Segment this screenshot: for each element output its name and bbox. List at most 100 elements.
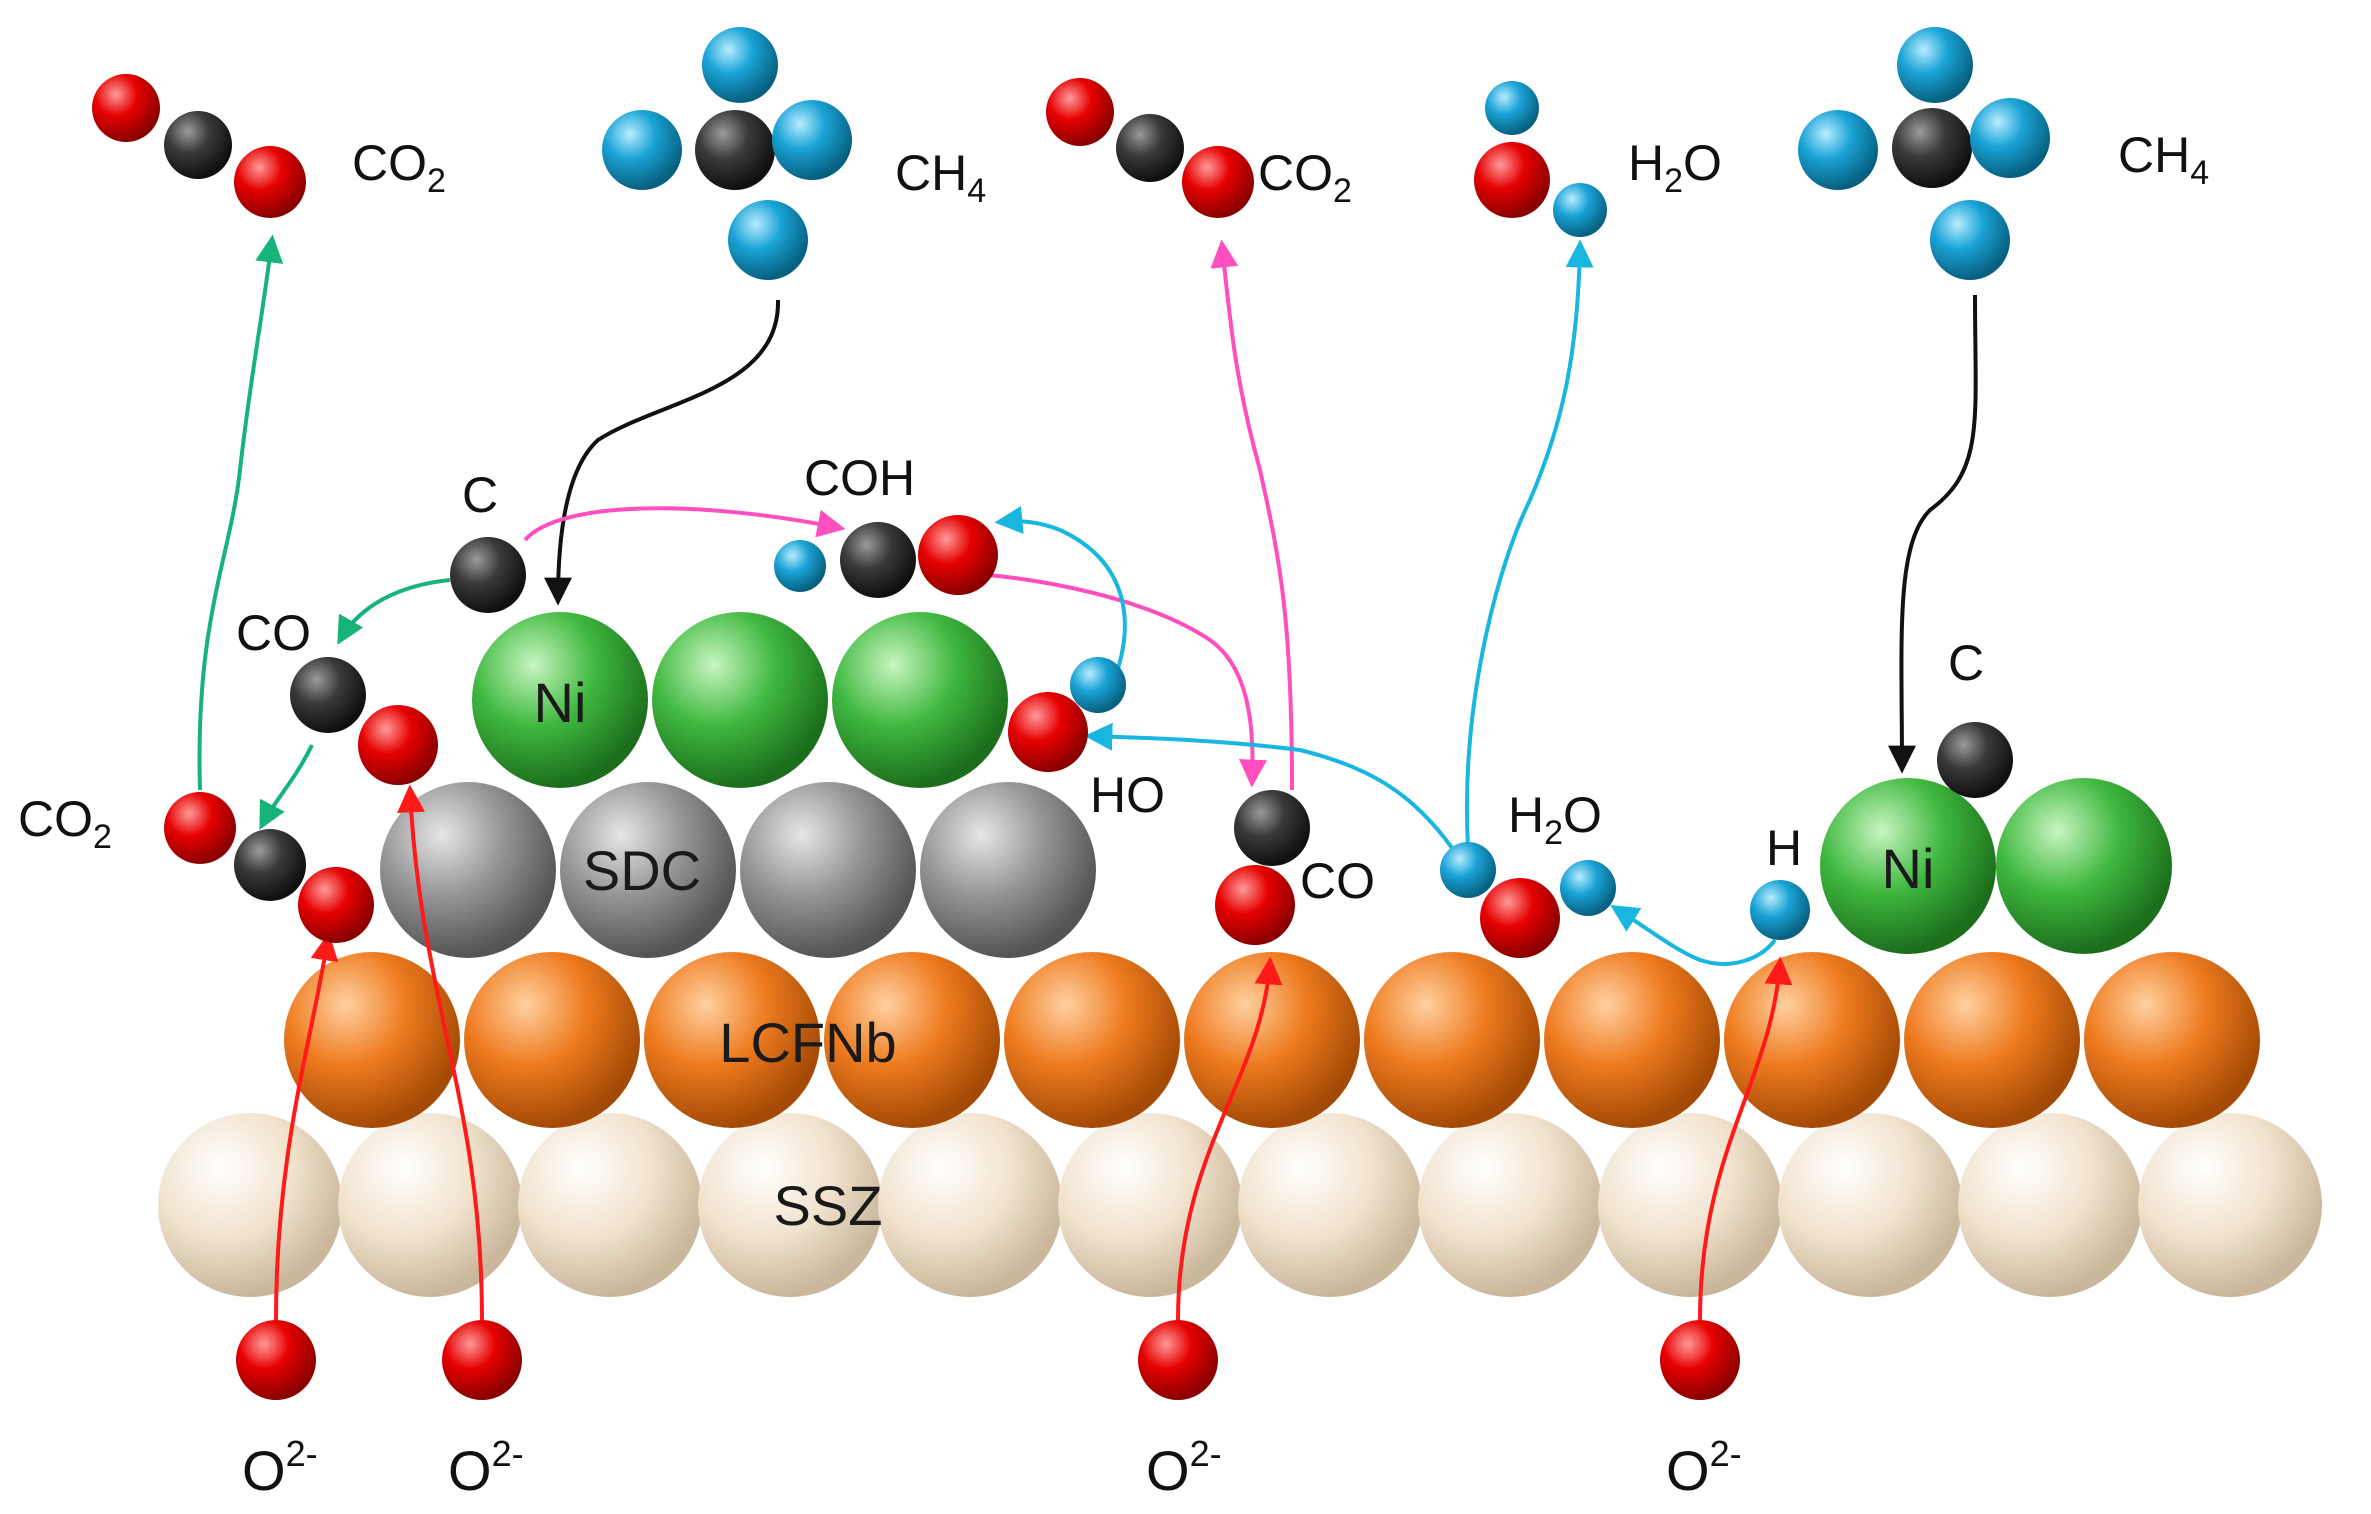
coh-to-co-arrow xyxy=(939,570,1267,788)
ho-intermediate xyxy=(1008,657,1126,772)
ssz-sphere xyxy=(518,1113,702,1297)
hydrogen-atom xyxy=(1485,81,1539,135)
co-label-mid: CO xyxy=(1300,853,1375,909)
ssz-sphere xyxy=(698,1113,882,1297)
carbon-atom xyxy=(1892,108,1972,188)
co2-surface-molecule xyxy=(164,792,374,943)
oxygen-atom xyxy=(1008,692,1088,772)
h2o-surface-molecule xyxy=(1440,842,1616,958)
adsorbed-carbon-left xyxy=(450,537,526,613)
lcfnb-sphere xyxy=(824,952,1000,1128)
h-to-ho-arrow xyxy=(1084,722,1464,864)
co2-gas-label-mid: CO2 xyxy=(1258,145,1352,210)
ch4-gas-label-left: CH4 xyxy=(895,145,986,210)
ni-sphere xyxy=(472,612,648,788)
hydrogen-atom xyxy=(1560,860,1616,916)
hydrogen-atom xyxy=(602,110,682,190)
reaction-arrows xyxy=(197,234,1978,1321)
ssz-sphere xyxy=(1958,1113,2142,1297)
oxide-ion-label: O2- xyxy=(448,1433,524,1502)
lcfnb-sphere xyxy=(1364,952,1540,1128)
lcfnb-sphere xyxy=(644,952,820,1128)
sdc-sphere xyxy=(380,782,556,958)
carbon-atom xyxy=(840,522,916,598)
c-to-coh-arrow xyxy=(523,506,846,542)
h-label-right: H xyxy=(1766,820,1802,876)
sdc-sphere xyxy=(740,782,916,958)
oxygen-atom xyxy=(298,867,374,943)
lcfnb-sphere xyxy=(1544,952,1720,1128)
h-to-h2o-arrow xyxy=(1610,905,1777,966)
ni-cluster-left xyxy=(472,612,1008,788)
co2-surface-label: CO2 xyxy=(18,791,112,856)
oxide-ion-labels: O2- O2- O2- O2- xyxy=(242,1433,1742,1502)
oxide-migration-arrow xyxy=(1176,956,1283,1321)
ni-sphere xyxy=(652,612,828,788)
co-intermediate-mid xyxy=(1215,790,1310,945)
lcfnb-sphere xyxy=(1184,952,1360,1128)
adsorbed-carbon-right xyxy=(1937,722,2013,798)
oxide-migration-arrow xyxy=(397,784,484,1321)
ssz-sphere xyxy=(158,1113,342,1297)
co-label-left: CO xyxy=(236,605,311,661)
co2-desorption-arrow-left xyxy=(197,234,284,791)
oxygen-atom xyxy=(234,146,306,218)
carbon-atom xyxy=(290,657,366,733)
lcfnb-sphere xyxy=(1904,952,2080,1128)
oxygen-atom xyxy=(918,515,998,595)
hydrogen-atom xyxy=(774,540,826,592)
lcfnb-layer-label: LCFNb xyxy=(719,1011,896,1074)
ni-sphere xyxy=(1996,778,2172,954)
h2o-desorption-arrow xyxy=(1465,239,1594,849)
carbon-atom xyxy=(695,110,775,190)
oxygen-atom xyxy=(1474,142,1550,218)
lcfnb-layer xyxy=(284,952,2260,1128)
co-to-co2-arrow xyxy=(259,744,314,830)
ch4-gas-label-right: CH4 xyxy=(2118,127,2209,192)
ssz-sphere xyxy=(2138,1113,2322,1297)
lcfnb-sphere xyxy=(1724,952,1900,1128)
c-label-right: C xyxy=(1948,635,1984,691)
hydrogen-atom xyxy=(702,27,778,103)
ssz-sphere xyxy=(338,1113,522,1297)
ni-label-left: Ni xyxy=(534,671,587,734)
carbon-atom xyxy=(1234,790,1310,866)
co2-desorption-arrow-mid xyxy=(1210,239,1294,791)
hydrogen-atom xyxy=(772,100,852,180)
ho-to-coh-arrow xyxy=(994,506,1127,691)
co2-gas-molecule-mid xyxy=(1046,78,1254,218)
ch4-adsorption-arrow-right xyxy=(1887,294,1978,774)
oxide-ion-label: O2- xyxy=(242,1433,318,1502)
sdc-layer xyxy=(380,782,1096,958)
ni-cluster-right xyxy=(1820,778,2172,954)
hydrogen-atom xyxy=(728,200,808,280)
ch4-gas-molecule-right xyxy=(1798,27,2050,280)
oxygen-atom xyxy=(1215,865,1295,945)
oxide-migration-arrow xyxy=(1698,956,1793,1321)
co-intermediate-left xyxy=(290,657,438,785)
oxide-ion-label: O2- xyxy=(1146,1433,1222,1502)
hydrogen-atom xyxy=(1897,27,1973,103)
ssz-layer-label: SSZ xyxy=(774,1174,883,1237)
h2o-gas-molecule xyxy=(1474,81,1607,237)
oxide-migration-arrow xyxy=(274,932,339,1321)
ni-label-right: Ni xyxy=(1882,837,1935,900)
co2-gas-molecule-left xyxy=(92,74,306,218)
adsorbed-hydrogen-right xyxy=(1750,880,1810,940)
ni-sphere xyxy=(1820,778,1996,954)
oxide-ion-atom xyxy=(442,1320,522,1400)
ssz-sphere xyxy=(1058,1113,1242,1297)
ni-sphere xyxy=(832,612,1008,788)
sdc-sphere xyxy=(560,782,736,958)
carbon-atom xyxy=(1116,114,1184,182)
h2o-surface-label: H2O xyxy=(1508,787,1602,852)
h2o-gas-label: H2O xyxy=(1628,135,1722,200)
oxygen-atom xyxy=(164,792,236,864)
oxygen-atom xyxy=(1182,146,1254,218)
hydrogen-atom xyxy=(1440,842,1496,898)
oxide-ions xyxy=(236,1320,1740,1400)
ho-label: HO xyxy=(1090,767,1165,823)
co2-gas-label-left: CO2 xyxy=(352,135,446,200)
c-to-co-arrow xyxy=(337,578,451,645)
